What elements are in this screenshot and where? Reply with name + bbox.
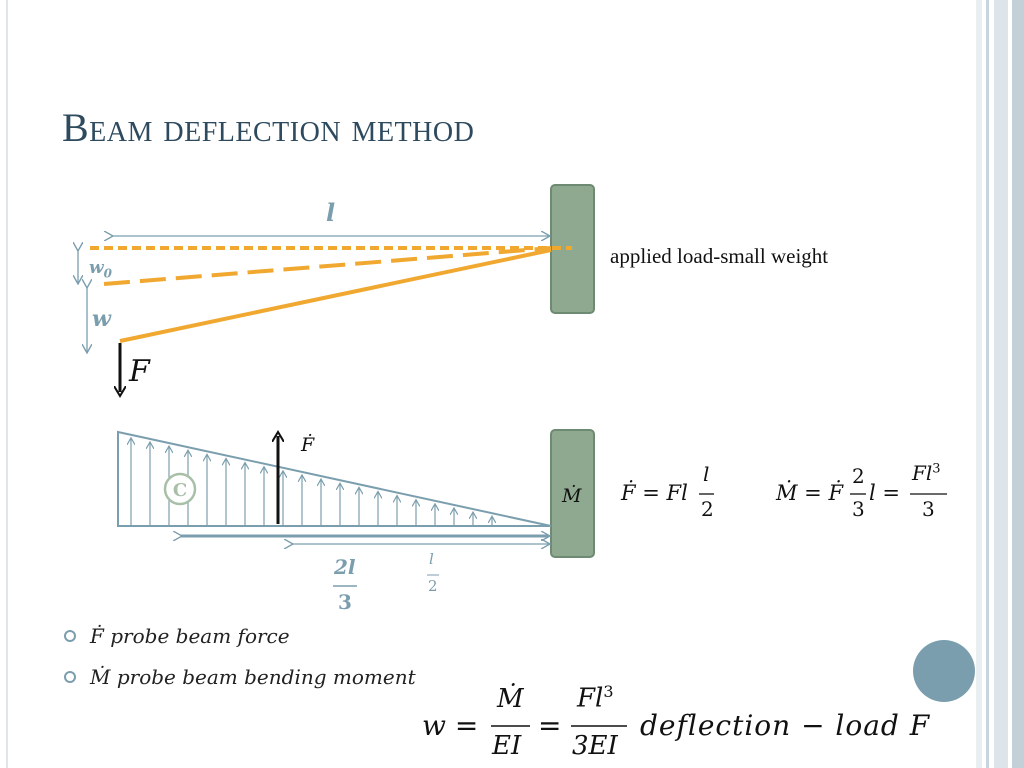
bullet-probe-moment: Ṁ probe beam bending moment — [64, 665, 416, 689]
right-rail-3 — [994, 0, 1008, 768]
bottom-eq-frac2-num-sup: 3 — [603, 682, 614, 701]
left-rail — [6, 0, 8, 768]
applied-load-label: applied load-small weight — [610, 244, 829, 268]
bottom-eq-frac2-den: 3EI — [572, 731, 618, 761]
eq2-den: 3 — [852, 497, 865, 521]
w0-deflected-line — [103, 246, 552, 286]
bottom-eq-frac2-num-main: Fl — [577, 683, 604, 714]
bottom-eq-tail: deflection − load F — [640, 709, 931, 742]
mdot-label: Ṁ — [562, 485, 582, 507]
bullet-probe-force: Ḟ probe beam force — [64, 624, 290, 648]
eq2-num2: Fl3 — [912, 461, 941, 485]
eq1-num: l — [703, 462, 710, 486]
right-rail-4 — [1012, 0, 1024, 768]
decorative-circle — [913, 640, 975, 702]
fdot-label: Ḟ — [301, 434, 315, 456]
bullet-symbol: Ṁ — [90, 665, 111, 689]
bullet-text: probe beam force — [110, 624, 290, 648]
eq2-num2-main: Fl — [912, 461, 933, 485]
w0-label-main: w — [89, 258, 104, 278]
two-l-label: 2l — [334, 555, 356, 579]
l-half-num-label: l — [429, 550, 434, 568]
bullet-text: probe beam bending moment — [116, 665, 416, 689]
centroid-marker — [163, 472, 197, 506]
w-label: w — [92, 306, 111, 332]
right-rail-1 — [976, 0, 982, 768]
wall-bottom — [550, 429, 595, 558]
bullet-dot-icon — [64, 629, 76, 642]
slide-title: Beam deflection method — [62, 105, 475, 150]
bottom-eq-frac1-num: Ṁ — [497, 684, 524, 714]
right-rail-2 — [986, 0, 989, 768]
load-triangle — [117, 430, 552, 527]
distributed-load-arrows — [131, 439, 492, 526]
l-half-den-label: 2 — [428, 577, 438, 595]
eq1-left: Ḟ = Fl — [621, 481, 688, 505]
three-label: 3 — [338, 590, 352, 614]
centroid-label: C — [173, 480, 187, 501]
eq2-num2-sup: 3 — [932, 461, 941, 477]
bottom-eq-w: w = — [422, 709, 479, 742]
eq1-den: 2 — [701, 497, 714, 521]
bullet-symbol: Ḟ — [90, 624, 104, 648]
force-label: F — [129, 354, 150, 389]
w0-label-sub: 0 — [103, 266, 112, 281]
eq2-left: Ṁ = Ḟ — [776, 481, 844, 505]
bullet-dot-icon — [64, 670, 76, 683]
eq2-den2: 3 — [922, 497, 935, 521]
bottom-eq-equals: = — [538, 709, 562, 742]
bottom-eq-frac2-num: Fl3 — [577, 682, 614, 714]
length-label: l — [326, 198, 336, 227]
eq2-mid: l = — [869, 481, 900, 505]
eq2-num: 2 — [852, 464, 865, 488]
w0-label: w0 — [89, 258, 112, 280]
deflected-beam — [119, 248, 552, 343]
bottom-eq-frac1-den: EI — [492, 731, 522, 761]
